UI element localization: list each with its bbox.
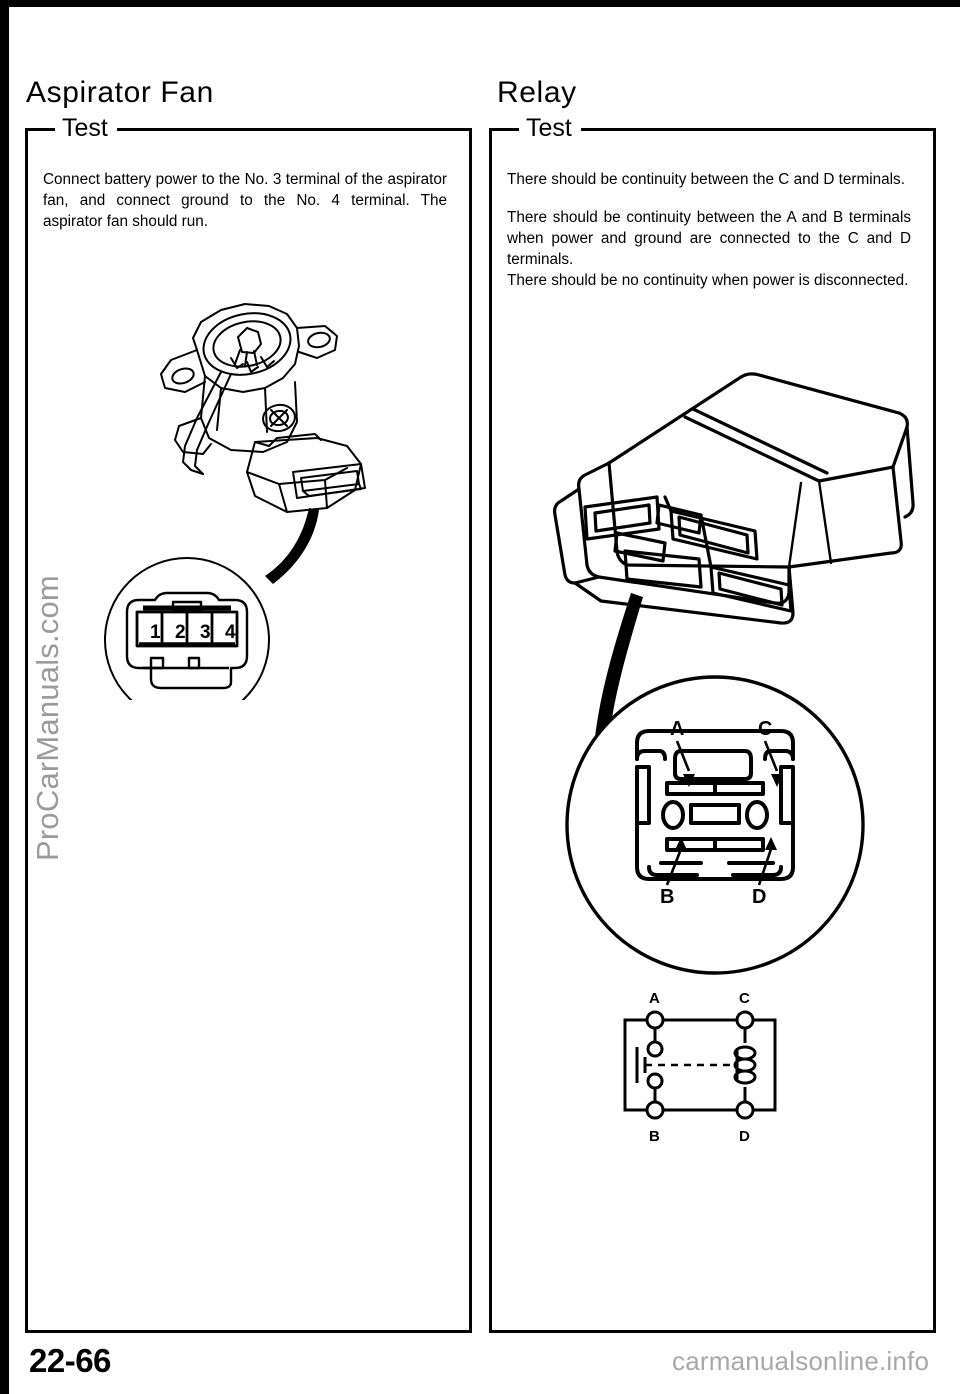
schematic-label-d: D [739,1128,750,1145]
watermark-bottom: carmanualsonline.info [672,1346,930,1376]
section-heading-aspirator-fan: Aspirator Fan [26,76,214,109]
scan-artifact-top-bar [0,0,960,7]
terminal-number-3: 3 [200,622,211,643]
panel-body-aspirator-fan: Connect battery power to the No. 3 termi… [43,169,447,232]
panel-body-relay: There should be continuity between the C… [507,169,911,291]
panel-relay-test: Test There should be continuity between … [489,114,936,1333]
relay-terminal-label-a: A [670,718,684,740]
instruction-paragraph: Connect battery power to the No. 3 termi… [43,171,447,230]
aspirator-fan-illustration: 1 2 3 4 [25,240,472,700]
relay-illustration: A C B D [489,355,936,995]
schematic-label-a: A [649,990,660,1007]
relay-terminal-label-b: B [660,886,674,908]
instruction-paragraph: There should be no continuity when power… [507,272,909,289]
scan-artifact-left-bar [0,0,9,1394]
schematic-label-c: C [739,990,750,1007]
panel-aspirator-fan-test: Test Connect battery power to the No. 3 … [25,114,472,1333]
section-heading-relay: Relay [497,76,577,109]
schematic-label-b: B [649,1128,660,1145]
panel-legend-left: Test [55,114,117,142]
terminal-number-4: 4 [225,622,236,643]
page-number: 22-66 [29,1342,111,1379]
instruction-paragraph: There should be continuity between the C… [507,171,905,188]
instruction-paragraph: There should be continuity between the A… [507,209,911,268]
relay-terminal-label-c: C [758,718,772,740]
relay-circuit-schematic: A C B D [489,985,936,1160]
terminal-number-2: 2 [175,622,186,643]
panel-legend-right: Test [519,114,581,142]
terminal-number-1: 1 [150,622,161,643]
relay-terminal-label-d: D [752,886,766,908]
